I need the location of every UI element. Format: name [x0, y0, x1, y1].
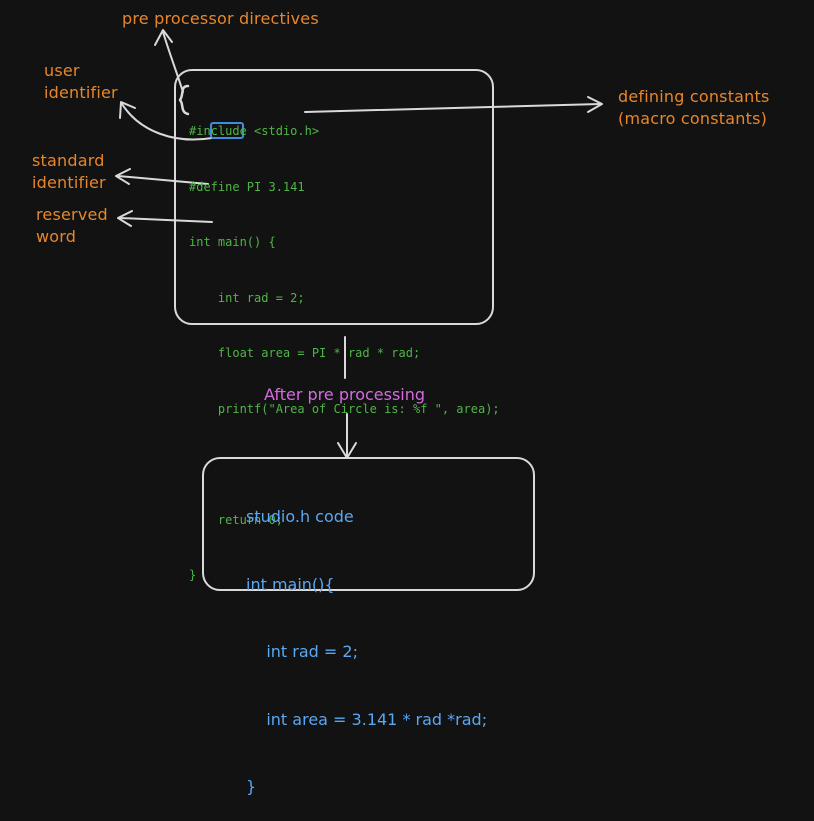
processed-line: }: [246, 777, 257, 796]
processed-line: int rad = 2;: [246, 642, 358, 661]
code-line: printf("Area of Circle is: %f ", area);: [189, 401, 500, 416]
label-defining-line1: defining constants: [618, 87, 770, 106]
label-preprocessor-directives: pre processor directives: [122, 9, 319, 28]
label-reserved-line1: reserved: [36, 205, 108, 224]
processed-code-block: studio.h code int main(){ int rad = 2; i…: [246, 461, 487, 821]
curly-brace: [178, 84, 190, 116]
code-line: #include <stdio.h>: [189, 124, 320, 138]
label-reserved-line2: word: [36, 227, 77, 246]
label-standard-line2: identifier: [32, 173, 106, 192]
label-user-line2: identifier: [44, 83, 118, 102]
arrow-user-identifier: [121, 103, 213, 141]
processed-code-box: [202, 457, 535, 591]
processed-line: studio.h code: [246, 507, 354, 526]
code-line: int main() {: [189, 235, 276, 249]
arrowhead-standard-identifier: [115, 168, 131, 185]
code-line: int rad = 2;: [189, 290, 305, 305]
code-line: return 0;: [189, 512, 283, 527]
label-defining-line2: (macro constants): [618, 109, 768, 128]
source-code-block: #include <stdio.h> #define PI 3.141 int …: [189, 85, 500, 603]
after-preprocessing-label: After pre processing: [264, 385, 426, 404]
arrowhead-preprocessor: [154, 29, 173, 46]
arrow-defining-constants: [304, 103, 601, 113]
main-highlight: [210, 122, 244, 139]
label-reserved-word: reserved word: [36, 204, 108, 248]
code-line: #define PI 3.141: [189, 179, 305, 194]
code-line: }: [189, 568, 197, 582]
arrowhead-defining-constants: [587, 96, 603, 113]
label-standard-identifier: standard identifier: [32, 150, 106, 194]
label-defining-constants: defining constants (macro constants): [618, 86, 770, 130]
processed-line: int area = 3.141 * rad *rad;: [246, 709, 488, 729]
arrowhead-user-identifier: [119, 101, 136, 119]
label-user-line1: user: [44, 61, 80, 80]
arrow-standard-identifier: [117, 175, 209, 185]
processed-line: int main(){: [246, 574, 335, 594]
arrowhead-reserved-word: [117, 210, 133, 227]
label-standard-line1: standard: [32, 151, 105, 170]
arrow-reserved-word: [119, 217, 213, 223]
code-line: float area = PI * rad * rad;: [189, 346, 421, 360]
label-user-identifier: user identifier: [44, 60, 118, 104]
source-code-box: [174, 69, 494, 325]
